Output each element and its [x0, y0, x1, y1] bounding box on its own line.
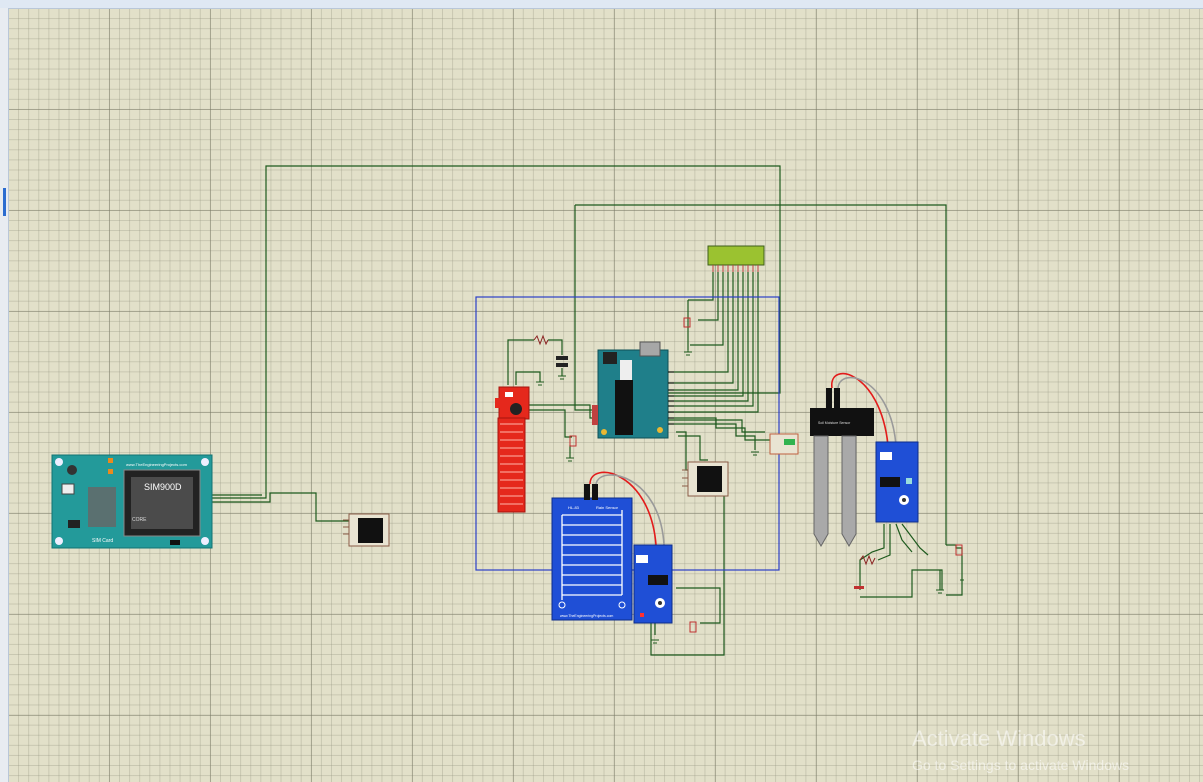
wire-lcd-5[interactable]: [668, 272, 739, 391]
window-top-strip: [0, 0, 1203, 9]
rain-led[interactable]: [689, 621, 697, 633]
wire-rain-2[interactable]: [676, 587, 721, 624]
rain-board-label: Rain Sensor: [596, 505, 619, 510]
wire-lcd-4[interactable]: [668, 272, 734, 384]
window-left-strip: [0, 8, 9, 782]
lcd-pot[interactable]: [683, 317, 691, 352]
wire-water-gnd[interactable]: [515, 371, 541, 385]
connector-left[interactable]: [343, 513, 390, 547]
left-edge-marker: [3, 188, 6, 216]
gsm-url-label: www.TheEngineeringProjects.com: [126, 462, 188, 467]
wire-soil-3[interactable]: [895, 523, 913, 553]
resistor-water[interactable]: [533, 334, 549, 346]
wire-res[interactable]: [548, 339, 563, 355]
wire-lcd-10[interactable]: [668, 272, 729, 373]
connector-center[interactable]: [682, 461, 729, 497]
soil-resistor[interactable]: [859, 554, 876, 566]
wire-lcd-6[interactable]: [668, 272, 744, 397]
wire-gsm-rx[interactable]: [212, 492, 349, 522]
wire-arduino-out-2[interactable]: [668, 423, 756, 450]
wire-rain-1[interactable]: [650, 480, 725, 656]
gsm-model-label: SIM900D: [144, 482, 182, 492]
wire-lcd-8[interactable]: [668, 272, 754, 407]
wires: [212, 165, 963, 656]
wire-soil-signal[interactable]: [575, 204, 947, 545]
wire-soil-1[interactable]: [859, 524, 885, 590]
capacitor-water[interactable]: [556, 356, 568, 367]
wire-arduino-out-1[interactable]: [668, 417, 770, 441]
gsm-sim-label: SIM Card: [92, 538, 113, 544]
arduino-board[interactable]: [592, 341, 674, 439]
rain-comparator-module[interactable]: [633, 544, 673, 624]
gsm-chip-label: CORE: [132, 517, 147, 523]
wire-water-vcc[interactable]: [507, 339, 534, 385]
wire-soil-loop[interactable]: [860, 569, 943, 598]
wire-arduino-out-5[interactable]: [678, 435, 708, 461]
wire-water-signal[interactable]: [525, 404, 598, 419]
wire-lcd-7[interactable]: [668, 272, 749, 402]
wire-lcd-1[interactable]: [688, 272, 714, 301]
wire-arduino-soil[interactable]: [574, 205, 598, 411]
soil-relay-led[interactable]: [955, 544, 963, 556]
wire-lcd-9[interactable]: [668, 272, 759, 413]
rain-sensor[interactable]: HL-83 Rain Sensor www.TheEngineeringProj…: [551, 471, 665, 621]
wire-soil-relay[interactable]: [946, 544, 963, 596]
rain-model-label: HL-83: [568, 505, 580, 510]
signal-module[interactable]: [769, 433, 799, 455]
rain-gnd: [651, 639, 659, 644]
wire-gsm-tx[interactable]: [212, 165, 781, 499]
water-level-sensor[interactable]: [495, 386, 530, 513]
soil-cap[interactable]: [854, 586, 864, 589]
wire-sw-left[interactable]: [525, 409, 572, 438]
switch-water[interactable]: [569, 435, 577, 447]
soil-label: Soil Moisture Sensor: [818, 421, 851, 425]
wire-lcd-2[interactable]: [698, 272, 719, 321]
wire-lcd-3[interactable]: [690, 272, 724, 346]
soil-moisture-sensor[interactable]: Soil Moisture Sensor: [810, 372, 897, 547]
lcd-display[interactable]: [707, 245, 765, 272]
activate-windows-subtitle: Go to Settings to activate Windows: [912, 757, 1130, 773]
wire-soil-2[interactable]: [877, 524, 891, 561]
activate-windows-title: Activate Windows: [912, 726, 1086, 751]
wire-arduino-out-3[interactable]: [668, 419, 765, 433]
gnd-symbols: [536, 351, 964, 594]
gsm-module[interactable]: SIM900D CORE www.TheEngineeringProjects.…: [51, 454, 213, 549]
soil-comparator-module[interactable]: [875, 441, 919, 523]
wire-soil-4[interactable]: [901, 523, 929, 556]
rain-url-label: www.TheEngineeringProjects.com: [560, 614, 613, 618]
